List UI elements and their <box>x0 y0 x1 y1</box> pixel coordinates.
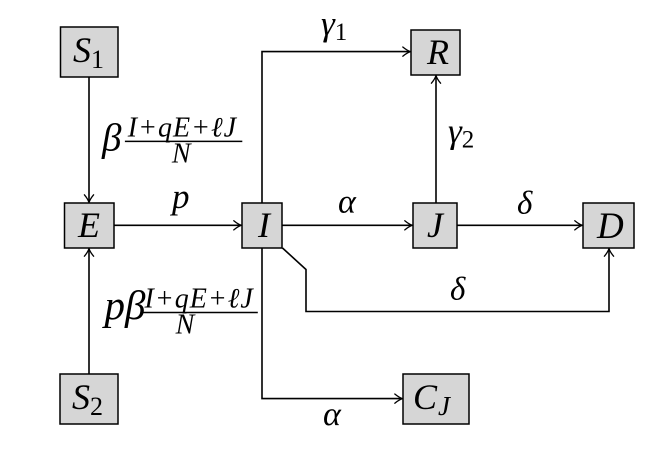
svg-text:α: α <box>323 396 342 433</box>
svg-text:S2: S2 <box>72 377 103 421</box>
svg-text:I+qE+ℓJ: I+qE+ℓJ <box>127 112 238 143</box>
svg-text:I+qE+ℓJ: I+qE+ℓJ <box>144 284 255 315</box>
svg-text:γ2: γ2 <box>448 112 474 154</box>
svg-text:α: α <box>338 184 357 221</box>
svg-text:p: p <box>169 177 190 216</box>
svg-text:J: J <box>427 205 445 245</box>
svg-text:N: N <box>171 138 192 169</box>
svg-text:R: R <box>426 32 449 72</box>
svg-text:γ1: γ1 <box>321 4 347 46</box>
svg-text:I: I <box>257 205 272 245</box>
svg-text:pβ: pβ <box>102 282 147 328</box>
svg-text:β: β <box>101 117 122 160</box>
svg-text:δ: δ <box>450 272 466 308</box>
svg-text:E: E <box>77 205 100 245</box>
svg-text:D: D <box>596 206 624 247</box>
svg-text:N: N <box>175 310 196 341</box>
svg-text:δ: δ <box>517 186 533 222</box>
